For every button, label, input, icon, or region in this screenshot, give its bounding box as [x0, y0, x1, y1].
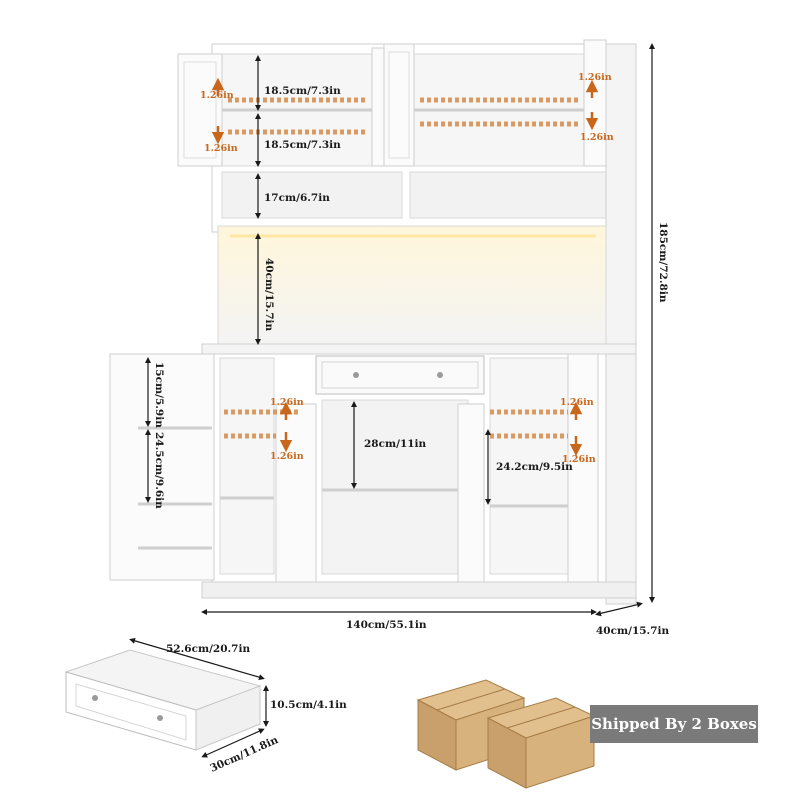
drawer-height-label: 10.5cm/4.1in: [270, 699, 347, 711]
open-shelf-label: 17cm/6.7in: [264, 192, 330, 204]
lower-center-label: 28cm/11in: [364, 438, 427, 450]
lower-cabinet: [109, 353, 637, 599]
lower-adjust-label-3: 1.26in: [560, 397, 594, 408]
shipping-banner: Shipped By 2 Boxes: [590, 705, 758, 743]
upper-adjust-label-2: 1.26in: [204, 143, 238, 154]
upper-cabinet: [177, 39, 637, 605]
lower-left-door: [109, 353, 215, 581]
upper-shelf-top-label: 18.5cm/7.3in: [264, 85, 341, 97]
upper-adjust-label-3: 1.26in: [578, 72, 612, 83]
upper-right-door: [583, 39, 607, 167]
upper-left-door: [177, 53, 223, 167]
upper-adjust-label-4: 1.26in: [580, 132, 614, 143]
upper-adjust-markers: [211, 77, 599, 145]
lower-right-label: 24.2cm/9.5in: [496, 461, 573, 473]
dimension-lines: [145, 43, 655, 617]
lower-center-right-door: [457, 403, 485, 583]
countertop: [201, 343, 637, 355]
shipping-banner-text: Shipped By 2 Boxes: [591, 715, 757, 733]
lower-center-left-door: [275, 403, 317, 583]
lower-left-bottom-label: 24.5cm/9.6in: [153, 432, 165, 509]
hutch-height-label: 40cm/15.7in: [263, 258, 275, 332]
lower-adjust-label-4: 1.26in: [562, 454, 596, 465]
cabinet-depth-label: 40cm/15.7in: [596, 625, 670, 637]
drawer-width-label: 52.6cm/20.7in: [166, 643, 250, 655]
upper-adjust-label-1: 1.26in: [200, 90, 234, 101]
lower-adjust-label-2: 1.26in: [270, 451, 304, 462]
upper-shelf-bottom-label: 18.5cm/7.3in: [264, 139, 341, 151]
lower-left-top-label: 15cm/5.9in: [153, 362, 165, 428]
shipping-box-2: [486, 697, 596, 789]
drawer-detail: [64, 637, 269, 758]
lower-right-door: [567, 353, 599, 583]
cabinet-height-label: 185cm/72.8in: [657, 222, 669, 303]
lower-adjust-markers: [224, 401, 583, 457]
lower-adjust-label-1: 1.26in: [270, 397, 304, 408]
cabinet-width-label: 140cm/55.1in: [346, 619, 427, 631]
hutch-area: [217, 225, 607, 345]
